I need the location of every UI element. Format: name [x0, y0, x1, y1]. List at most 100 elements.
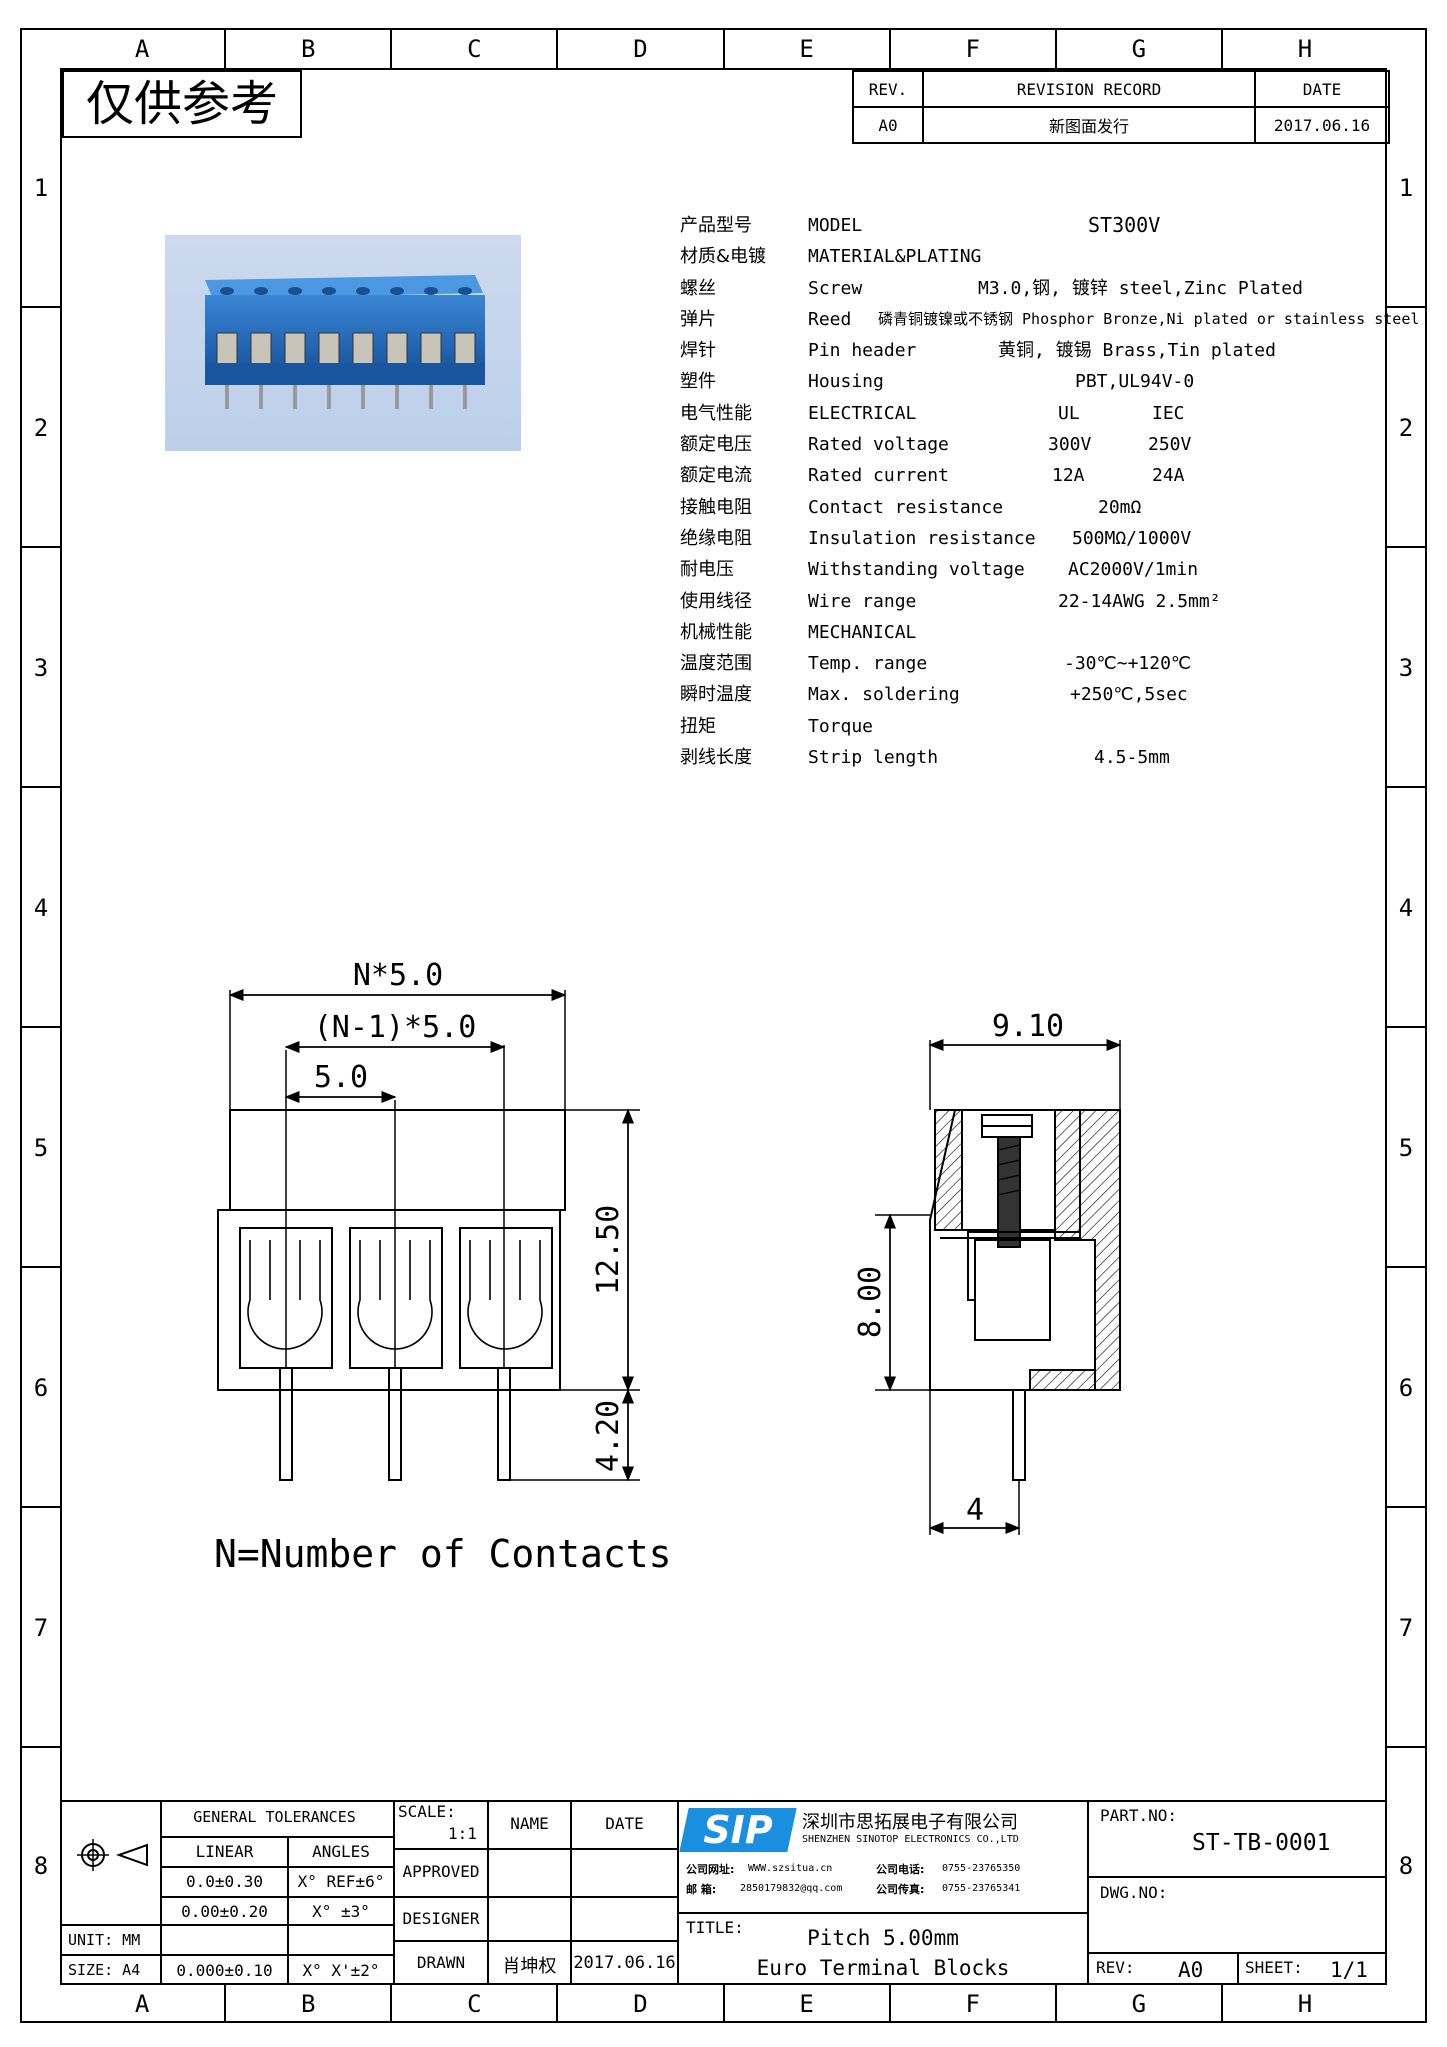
- spec-en: Wire range: [808, 590, 917, 612]
- sheet-value: 1/1: [1330, 1958, 1368, 1982]
- spec-cn: 温度范围: [680, 653, 752, 675]
- terminal-block-image: [205, 275, 485, 409]
- zone-letter: D: [558, 30, 725, 68]
- spec-en: Insulation resistance: [808, 527, 1036, 549]
- date-header: DATE: [1254, 70, 1390, 108]
- drawn-date: 2017.06.16: [573, 1953, 676, 1973]
- screw-hole: [220, 287, 234, 295]
- fax-label: 公司传真:: [876, 1883, 925, 1896]
- zone-number: 5: [1387, 1028, 1425, 1268]
- spec-value: -30℃~+120℃: [1064, 653, 1192, 675]
- part-no-value: ST-TB-0001: [1192, 1830, 1331, 1856]
- spec-value: 黄铜, 镀锡 Brass,Tin plated: [998, 340, 1276, 362]
- spec-value: ST300V: [1088, 213, 1161, 237]
- part-no-label: PART.NO:: [1100, 1806, 1178, 1825]
- spec-en: Rated voltage: [808, 434, 949, 456]
- zone-number: 4: [1387, 788, 1425, 1028]
- zone-letter: B: [226, 30, 393, 68]
- revision-record-value: 新图面发行: [922, 106, 1256, 144]
- screw-hole: [390, 287, 404, 295]
- spec-row-strip: 剥线长度 Strip length 4.5-5mm: [680, 742, 1380, 773]
- spec-value: 22-14AWG 2.5mm²: [1058, 590, 1221, 612]
- reference-only-stamp: 仅供参考: [62, 70, 302, 138]
- spec-cn: 焊针: [680, 340, 716, 362]
- zone-number: 6: [22, 1268, 60, 1508]
- zone-number: 8: [1398, 1852, 1414, 1880]
- spec-value: M3.0,钢, 镀锌 steel,Zinc Plated: [978, 277, 1303, 299]
- drawing-inner-frame: [60, 68, 1387, 1985]
- title-line-1: Pitch 5.00mm: [807, 1926, 959, 1950]
- pin: [225, 385, 229, 409]
- zone-letter: G: [1057, 1985, 1223, 2023]
- spec-row-temp: 温度范围 Temp. range -30℃~+120℃: [680, 648, 1380, 679]
- spec-en: Pin header: [808, 340, 917, 362]
- spec-cn: 绝缘电阻: [680, 527, 752, 549]
- spec-value: 磷青铜镀镍或不锈钢 Phosphor Bronze,Ni plated or s…: [878, 309, 1420, 328]
- spec-en: Torque: [808, 715, 874, 737]
- spec-cn: 材质&电镀: [680, 246, 767, 268]
- spec-en: Contact resistance: [808, 496, 1004, 518]
- spec-cn: 产品型号: [680, 215, 752, 236]
- rev-value: A0: [1178, 1958, 1204, 1982]
- dim-side-pin: 4: [966, 1493, 984, 1528]
- screw-hole: [322, 287, 336, 295]
- spec-value: AC2000V/1min: [1068, 559, 1199, 581]
- scale-value: 1:1: [448, 1824, 477, 1843]
- company-logo: SIP: [679, 1808, 797, 1852]
- spec-cn: 瞬时温度: [680, 684, 752, 706]
- spec-iec-value: 24A: [1152, 465, 1185, 487]
- date-header: DATE: [605, 1814, 644, 1833]
- product-photo: [165, 235, 521, 451]
- tolerance-linear: 0.00±0.20: [181, 1902, 268, 1921]
- spec-value: 20mΩ: [1098, 496, 1142, 518]
- spec-cn: 接触电阻: [680, 496, 752, 518]
- spec-cn: 使用线径: [680, 590, 752, 612]
- spec-en: Housing: [808, 371, 884, 393]
- spec-row-contact: 接触电阻 Contact resistance 20mΩ: [680, 492, 1380, 523]
- spec-row-soldering: 瞬时温度 Max. soldering +250℃,5sec: [680, 679, 1380, 710]
- zone-number: 3: [1387, 548, 1425, 788]
- pin: [293, 385, 297, 409]
- screw-hole: [458, 287, 472, 295]
- spec-cn: 螺丝: [680, 277, 716, 299]
- spec-en: Screw: [808, 277, 863, 299]
- size-label: SIZE: A4: [68, 1961, 141, 1979]
- side-view: [875, 1039, 1122, 1535]
- spec-value: +250℃,5sec: [1070, 684, 1188, 706]
- zone-letter: G: [1057, 30, 1223, 68]
- spec-en: Strip length: [808, 747, 939, 769]
- drawing-note: N=Number of Contacts: [214, 1532, 672, 1576]
- angles-label: ANGLES: [312, 1842, 370, 1861]
- company-name-en: SHENZHEN SINOTOP ELECTRONICS CO.,LTD: [802, 1834, 1019, 1845]
- zone-letter: F: [891, 30, 1057, 68]
- zone-numbers-left: 1 2 3 4 5 6 7 8: [22, 68, 60, 1985]
- spec-row-electrical: 电气性能 ELECTRICAL UL IEC: [680, 398, 1380, 429]
- spec-row-mechanical: 机械性能 MECHANICAL: [680, 617, 1380, 648]
- screw-hole: [424, 287, 438, 295]
- spec-ul-value: 300V: [1048, 434, 1092, 456]
- spec-cn: 剥线长度: [680, 747, 752, 769]
- tolerance-linear: 0.000±0.10: [176, 1961, 273, 1980]
- general-tolerances-label: GENERAL TOLERANCES: [193, 1808, 356, 1826]
- title-block: [60, 1800, 1387, 1987]
- zone-letters-bottom: A B C D E F G H: [60, 1985, 1387, 2023]
- website-value: WWW.szsitua.cn: [748, 1863, 833, 1874]
- zone-number: 6: [1387, 1268, 1425, 1508]
- spec-row-screw: 螺丝 Screw M3.0,钢, 镀锌 steel,Zinc Plated: [680, 273, 1380, 304]
- fax-value: 0755-23765341: [942, 1883, 1021, 1894]
- spec-en: ELECTRICAL: [808, 402, 917, 424]
- zone-letter: D: [558, 1985, 725, 2023]
- revision-record-header: REVISION RECORD: [922, 70, 1256, 108]
- dim-total-width: N*5.0: [353, 958, 443, 993]
- drawn-by-name: 肖坤权: [502, 1956, 557, 1977]
- spec-row-voltage: 额定电压 Rated voltage 300V 250V: [680, 429, 1380, 460]
- spec-row-material: 材质&电镀 MATERIAL&PLATING: [680, 241, 1380, 272]
- tolerance-linear: 0.0±0.30: [185, 1872, 264, 1891]
- spec-row-current: 额定电流 Rated current 12A 24A: [680, 460, 1380, 491]
- spec-en: MECHANICAL: [808, 621, 917, 643]
- website-label: 公司网址:: [686, 1863, 735, 1876]
- zone-letter: A: [60, 1985, 227, 2023]
- spec-en: MATERIAL&PLATING: [808, 246, 982, 268]
- spec-row-model: 产品型号 MODEL ST300V: [680, 210, 1380, 241]
